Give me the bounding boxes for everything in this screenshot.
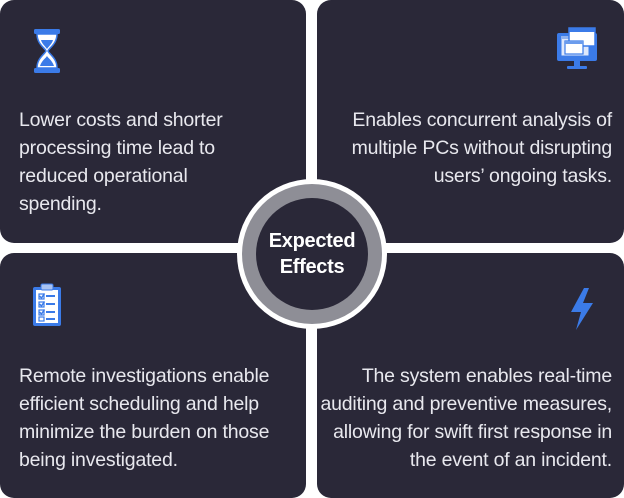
center-badge: Expected Effects [237,179,387,329]
clipboard-checklist-icon [33,283,61,326]
center-disc [256,198,368,310]
lightning-icon [571,288,593,330]
monitor-windows-icon [557,27,597,69]
center-title: Expected Effects [268,230,356,278]
panel-description: Lower costs and shorter processing time … [19,109,223,215]
panel-description: Enables concurrent analysis of multiple … [351,109,613,187]
panel-remote-investigation: Remote investigations enable efficient s… [0,253,306,498]
panel-description: Remote investigations enable efficient s… [19,365,270,471]
hourglass-icon [34,29,60,73]
panel-cost-reduction: Lower costs and shorter processing time … [0,0,306,243]
panel-description: The system enables real-time auditing an… [320,365,613,471]
panel-concurrent-analysis: Enables concurrent analysis of multiple … [317,0,624,243]
